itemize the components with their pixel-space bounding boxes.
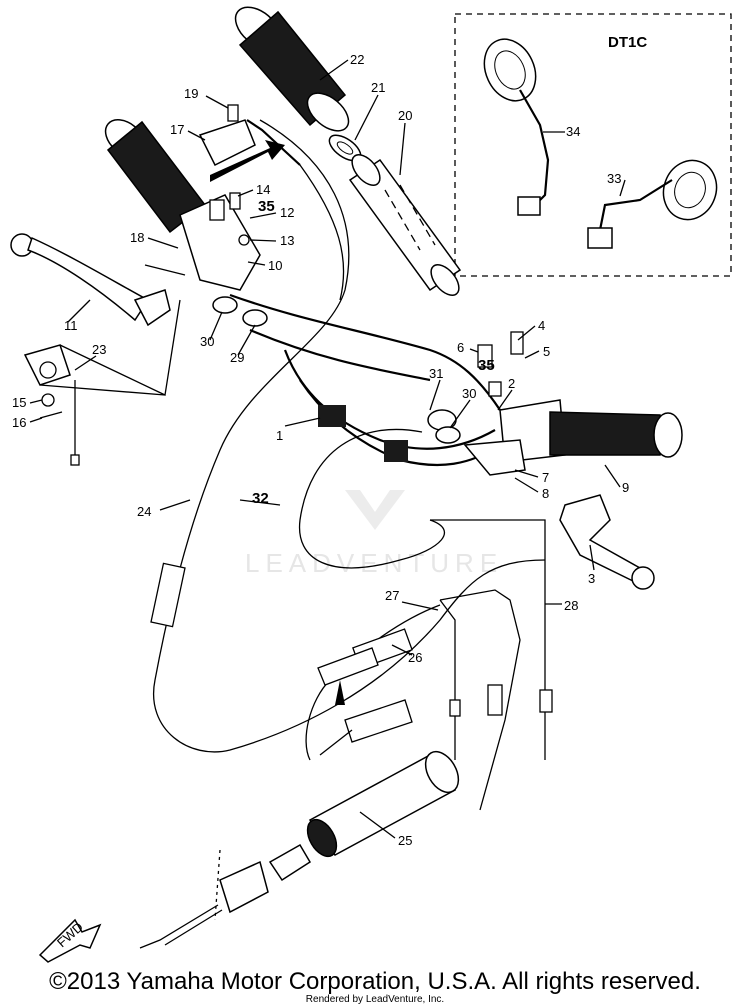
callout-30: 30	[200, 334, 214, 349]
callout-30b: 30	[462, 386, 476, 401]
callout-25: 25	[398, 833, 412, 848]
callout-2: 2	[508, 376, 515, 391]
mirror-inset: DT1C	[454, 13, 732, 277]
callout-16: 16	[12, 415, 26, 430]
switch-23	[23, 299, 181, 466]
handlebar-1	[229, 293, 501, 467]
copyright-text: ©2013 Yamaha Motor Corporation, U.S.A. A…	[49, 968, 701, 995]
callout-23: 23	[92, 342, 106, 357]
callout-11: 11	[64, 318, 78, 333]
callout-33: 33	[607, 171, 621, 186]
callout-35b: 35	[478, 357, 495, 374]
brake-lever-3	[559, 494, 655, 590]
callout-17: 17	[170, 122, 184, 137]
callout-7: 7	[542, 470, 549, 485]
callout-24: 24	[137, 504, 151, 519]
callout-20: 20	[398, 108, 412, 123]
callout-3: 3	[588, 571, 595, 586]
callout-22: 22	[350, 52, 364, 67]
rendered-by-text: Rendered by LeadVenture, Inc.	[305, 994, 445, 1005]
callout-32: 32	[252, 490, 269, 507]
callout-12: 12	[280, 205, 294, 220]
clutch-lever-11	[10, 233, 171, 327]
throttle-housing	[179, 119, 301, 291]
callout-9: 9	[622, 480, 629, 495]
callout-14: 14	[256, 182, 270, 197]
watermark-text: LEADVENTURE	[245, 548, 503, 578]
callout-10: 10	[268, 258, 282, 273]
callout-5: 5	[543, 344, 550, 359]
callout-26: 26	[408, 650, 422, 665]
fwd-arrow-icon: FWD	[38, 918, 102, 963]
inset-title: DT1C	[608, 34, 647, 51]
callout-31: 31	[429, 366, 443, 381]
grip-22	[234, 6, 350, 132]
callout-1: 1	[276, 428, 283, 443]
callout-8: 8	[542, 486, 549, 501]
callout-34: 34	[566, 124, 580, 139]
callout-19: 19	[184, 86, 198, 101]
callout-15: 15	[12, 395, 26, 410]
leader-lines	[29, 59, 621, 839]
callout-18: 18	[130, 230, 144, 245]
throttle-sleeve-20	[348, 154, 462, 296]
callout-29: 29	[230, 350, 244, 365]
grip-9	[499, 399, 683, 463]
callout-4: 4	[538, 318, 545, 333]
callout-28: 28	[564, 598, 578, 613]
watermark: LEADVENTURE	[245, 490, 503, 578]
callout-27: 27	[385, 588, 399, 603]
callouts: 1 2 3 4 5 6 7 8 9 10 11 12 13 14 15 16 1…	[12, 52, 629, 848]
callout-6: 6	[457, 340, 464, 355]
callout-35: 35	[258, 198, 275, 215]
callout-21: 21	[371, 80, 385, 95]
tube-25	[139, 750, 460, 949]
callout-13: 13	[280, 233, 294, 248]
cables	[150, 119, 553, 811]
